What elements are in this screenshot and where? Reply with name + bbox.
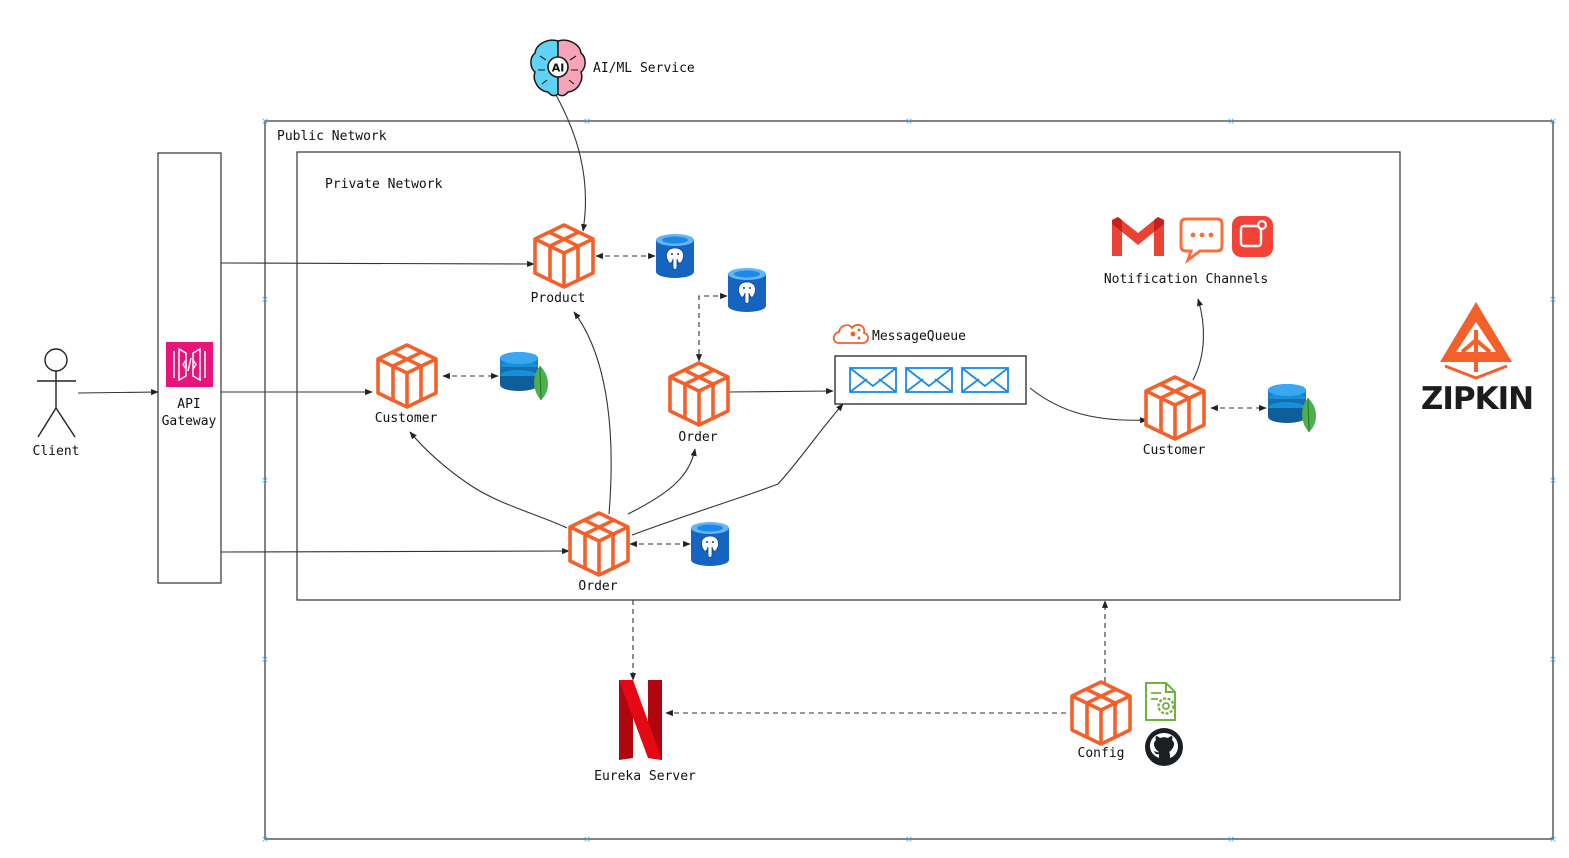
queue-message-3 — [961, 367, 1009, 393]
netflix-icon — [619, 680, 662, 760]
product-cube-icon — [533, 223, 595, 289]
svg-text:×: × — [261, 117, 269, 127]
client-actor: Client — [33, 348, 80, 459]
order-to-queue-arrow — [631, 403, 844, 536]
order-mid-cube-icon — [668, 361, 730, 427]
config-label: Config — [1078, 746, 1125, 761]
order-mid-label: Order — [678, 430, 717, 445]
private-network-label: Private Network — [325, 177, 443, 192]
svg-text:×: × — [905, 117, 913, 127]
client-label: Client — [33, 444, 80, 459]
zipkin-logo-text: ZIPKIN — [1421, 381, 1533, 417]
svg-text:×: × — [261, 476, 269, 486]
api-gateway-label-line2: Gateway — [162, 414, 217, 429]
customer-right-mongo-db-icon — [1267, 383, 1317, 433]
svg-text:×: × — [1549, 835, 1557, 845]
connectors — [77, 94, 1204, 555]
svg-text:AI: AI — [552, 62, 565, 75]
order-bottom-postgres-db-icon — [690, 521, 730, 567]
order-mid-to-queue-arrow — [728, 387, 834, 395]
order-mid-postgres-db-icon — [727, 267, 767, 313]
message-queue: MessageQueue — [832, 323, 1027, 405]
order-mid-db-link — [695, 292, 728, 362]
svg-text:×: × — [261, 835, 269, 845]
svg-text:×: × — [261, 295, 269, 305]
order-bottom-cube-icon — [568, 511, 630, 577]
sms-chat-icon — [1179, 217, 1224, 265]
private-network-region: Private Network — [296, 151, 1401, 601]
product-postgres-db-icon — [655, 233, 695, 279]
customer-service-left: Customer — [375, 343, 438, 426]
github-icon — [1145, 728, 1183, 766]
customer-right-cube-icon — [1144, 375, 1206, 441]
order-service-bottom: Order — [568, 511, 630, 594]
dashed-connectors — [442, 252, 1267, 717]
public-network-region: × × × × × × × × × × × × × × × × Public Network — [261, 117, 1557, 845]
queue-message-2 — [905, 367, 953, 393]
config-service: Config — [1070, 680, 1183, 766]
svg-text:×: × — [261, 655, 269, 665]
ai-ml-service: AI AI/ML Service — [530, 39, 695, 97]
ai-ml-service-label: AI/ML Service — [593, 61, 695, 76]
svg-text:×: × — [583, 835, 591, 845]
config-cube-icon — [1070, 680, 1132, 746]
customer-right-label: Customer — [1143, 443, 1206, 458]
customer-left-mongo-db-icon — [499, 351, 549, 401]
svg-text:×: × — [1549, 295, 1557, 305]
svg-text:×: × — [1227, 835, 1235, 845]
api-gateway-icon — [166, 342, 213, 387]
customer-service-right: Customer — [1143, 375, 1206, 458]
eureka-server: Eureka Server — [594, 680, 696, 784]
client-to-gateway-arrow — [77, 389, 159, 396]
gmail-icon — [1112, 217, 1164, 256]
ai-to-product-arrow — [555, 94, 588, 232]
queue-message-1 — [849, 367, 897, 393]
push-notification-icon — [1232, 216, 1273, 257]
svg-text:×: × — [1549, 655, 1557, 665]
order-service-mid: Order — [668, 361, 730, 445]
notification-channels-label: Notification Channels — [1104, 272, 1268, 287]
queue-to-customer-arrow — [1029, 387, 1148, 424]
order-to-order-arrow — [627, 448, 697, 515]
brain-ai-icon: AI — [530, 39, 586, 97]
customer-left-cube-icon — [376, 343, 438, 409]
config-file-gear-icon — [1145, 682, 1176, 721]
zipkin-icon — [1440, 302, 1512, 380]
svg-text:×: × — [905, 835, 913, 845]
svg-text:×: × — [1549, 117, 1557, 127]
public-network-label: Public Network — [277, 129, 387, 144]
zipkin-logo: ZIPKIN — [1421, 302, 1534, 417]
svg-text:×: × — [583, 117, 591, 127]
message-queue-label: MessageQueue — [872, 329, 966, 344]
product-service: Product — [531, 223, 595, 306]
order-bottom-label: Order — [578, 579, 617, 594]
api-gateway-label-line1: API — [177, 397, 200, 412]
notification-channels: Notification Channels — [1104, 216, 1273, 287]
svg-text:×: × — [1227, 117, 1235, 127]
customer-left-label: Customer — [375, 411, 438, 426]
queue-cloud-icon — [832, 323, 869, 344]
product-label: Product — [531, 291, 586, 306]
gateway-to-product-arrow — [220, 260, 535, 268]
api-gateway: API Gateway — [157, 152, 222, 584]
customer-to-notifications-arrow — [1192, 298, 1204, 381]
eureka-server-label: Eureka Server — [594, 769, 696, 784]
order-to-product-arrow — [573, 311, 612, 515]
gateway-to-order-arrow — [220, 547, 570, 555]
svg-text:×: × — [1549, 476, 1557, 486]
order-to-customer-arrow — [409, 431, 568, 529]
